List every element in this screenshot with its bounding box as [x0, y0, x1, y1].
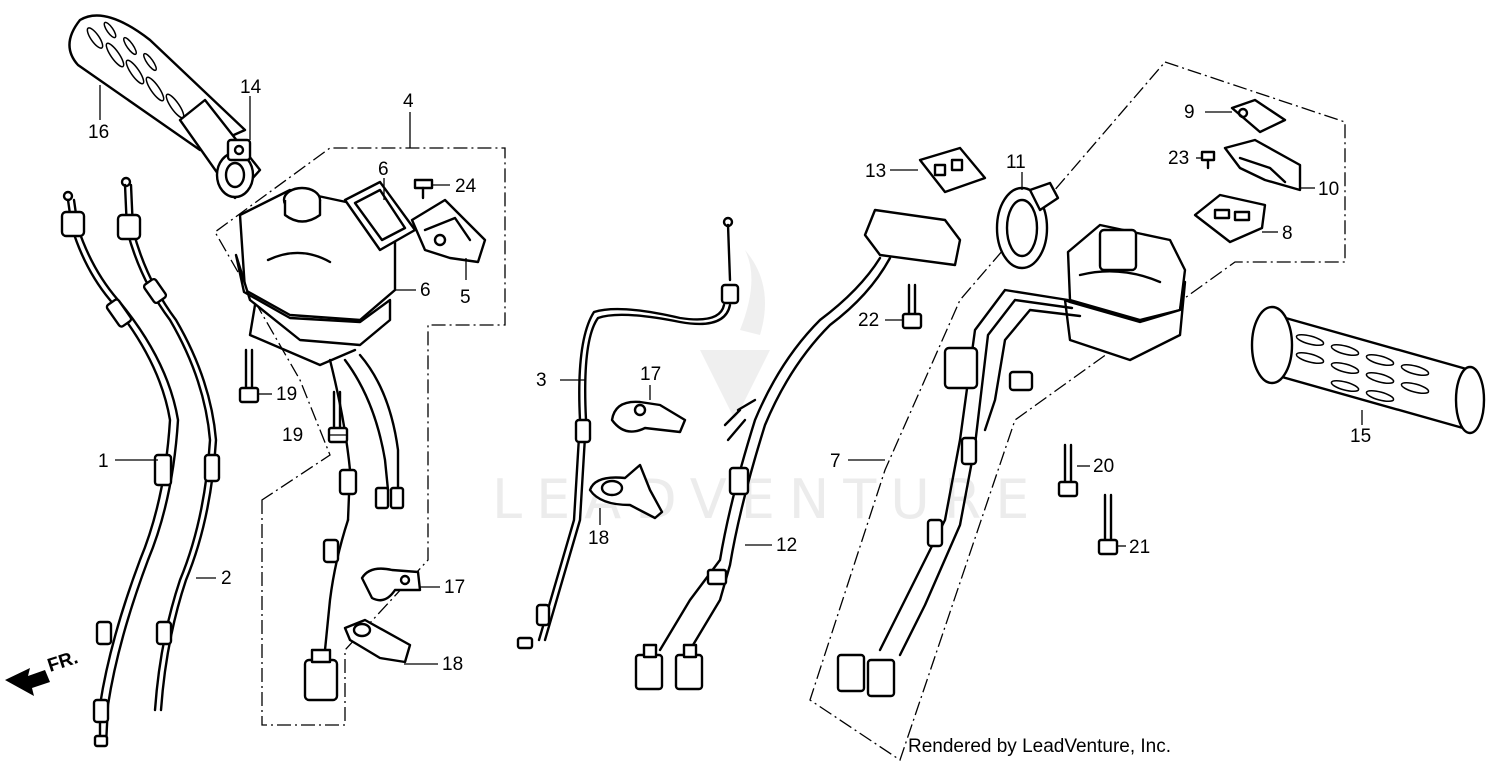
screw-part-22: [901, 283, 923, 330]
cable-holder-part-18-left: [343, 618, 412, 664]
cable-clamp-part-17-middle: [610, 400, 687, 434]
choke-lever-part-5: [410, 198, 487, 264]
callout-19a: 19: [276, 384, 297, 405]
callout-21: 21: [1129, 537, 1150, 558]
bolt-part-21: [1097, 493, 1119, 556]
callout-9: 9: [1184, 102, 1195, 123]
callout-13: 13: [865, 161, 886, 182]
callout-19b: 19: [282, 425, 303, 446]
callout-23: 23: [1168, 148, 1189, 169]
callout-5: 5: [460, 287, 471, 308]
bolt-part-20: [1057, 443, 1079, 498]
switch-harness-part-12: [634, 208, 962, 691]
throttle-cable-part-1: [60, 190, 180, 748]
leader-lines: [99, 85, 1363, 665]
callout-labels: 1 2 3 4 5 6 6 7 8 9 10 11 12 13 14 15 16…: [88, 77, 1371, 675]
callout-20: 20: [1093, 456, 1114, 477]
right-switch-assembly-part-7: [836, 223, 1187, 698]
screw-part-24: [413, 178, 434, 200]
callout-4: 4: [403, 91, 414, 112]
switch-knob-part-11: [995, 181, 1060, 270]
left-switch-housing-part-4: [234, 186, 397, 367]
cover-part-10: [1223, 138, 1302, 192]
callout-6b: 6: [420, 280, 431, 301]
callout-22: 22: [858, 310, 879, 331]
callout-16: 16: [88, 122, 109, 143]
throttle-cable-part-2: [116, 176, 221, 712]
callout-24: 24: [455, 176, 477, 197]
callout-8: 8: [1282, 223, 1293, 244]
callout-15: 15: [1350, 426, 1371, 447]
callout-18a: 18: [442, 654, 463, 675]
callout-12: 12: [776, 535, 797, 556]
right-grip-part-15: [1250, 305, 1486, 435]
callout-11: 11: [1006, 152, 1026, 173]
left-switch-wiring: [303, 353, 405, 702]
bolt-part-19-upper: [238, 348, 260, 404]
cable-holder-part-18-middle: [588, 463, 664, 520]
front-direction-arrow-icon: [5, 668, 50, 696]
screw-part-23: [1200, 150, 1216, 170]
credit-text: Rendered by LeadVenture, Inc.: [908, 736, 1171, 757]
callout-18b: 18: [588, 528, 609, 549]
callout-1: 1: [98, 451, 109, 472]
left-switch-group-boundary: [214, 147, 506, 726]
callout-2: 2: [221, 568, 232, 589]
plate-part-9: [1230, 98, 1287, 134]
watermark-logo: [700, 250, 770, 420]
cable-clamp-part-17-left: [360, 567, 422, 602]
callout-17b: 17: [640, 364, 661, 385]
right-switch-group-boundary: [809, 61, 1346, 762]
callout-14: 14: [240, 77, 262, 98]
callout-17a: 17: [444, 577, 465, 598]
callout-7: 7: [830, 451, 841, 472]
cable-part-3: [516, 216, 740, 650]
callout-3: 3: [536, 370, 547, 391]
left-grip-part-16: [68, 14, 262, 200]
callout-6a: 6: [378, 159, 389, 180]
callout-10: 10: [1318, 179, 1339, 200]
front-direction-label: FR.: [45, 647, 81, 676]
grip-pipe-part-14: [226, 138, 252, 162]
plate-part-13: [918, 146, 987, 194]
cover-part-8: [1193, 193, 1267, 244]
label-plate-part-6: [343, 180, 417, 252]
